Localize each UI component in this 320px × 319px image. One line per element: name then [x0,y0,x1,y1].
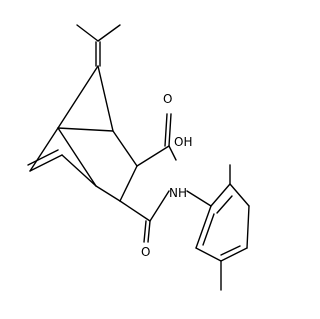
bond-bridge-right [97,65,114,132]
atom-labels: OH O O NH [141,92,192,259]
bond-carboxyl-double-b [164,113,168,147]
bond-amide-c [119,200,151,222]
bond-carboxyl-oh [168,145,177,161]
chemical-structure-diagram: OH O O NH [27,24,250,291]
bond-aryl-4 [220,247,248,262]
bond-c7-c1 [57,127,114,132]
bond-methyl-left [76,24,99,42]
amide-carbonyl-oxygen-label: O [141,245,150,259]
bond-amide-double-a [147,220,151,243]
bond-aryl-1 [210,183,231,207]
acid-hydroxyl-label: OH [174,135,192,149]
bond-aryl-5 [195,247,222,262]
bond-aryl-inner-c [202,213,215,246]
bond-lines [27,24,250,291]
bond-carboxyl-c [136,145,170,167]
bond-c4-c5 [61,154,97,187]
bond-c5-c6-double-a [29,154,63,172]
bond-methyl-right [97,24,121,42]
bond-c5-c6-double-b [27,149,59,166]
bond-amide-n [149,190,170,222]
bond-amide-double-b [143,220,147,243]
amide-nitrogen-label: NH [169,186,187,200]
bond-aryl-inner-a [216,195,233,214]
bond-c6-c7 [29,127,59,172]
bond-aryl-inner-b [220,245,241,256]
bond-c3-c4 [95,185,121,202]
bond-aryl-6 [195,205,212,249]
bond-bridge-left [57,65,99,129]
bond-aryl-3 [246,205,250,249]
bond-aryl-2 [229,183,250,207]
bond-c4-c7 [57,127,97,187]
bond-n-aryl [186,190,212,207]
bond-carboxyl-double-a [168,113,172,147]
bond-c1-c2 [112,130,138,167]
acid-carbonyl-oxygen-label: O [163,92,172,106]
bond-c2-c3 [119,165,138,202]
